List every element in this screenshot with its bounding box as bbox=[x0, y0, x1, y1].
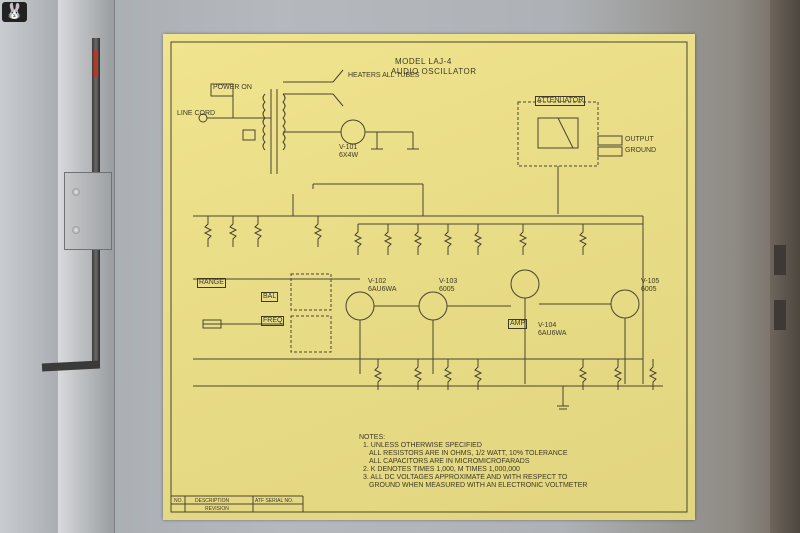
label-freq: FREQ bbox=[261, 316, 285, 326]
hinge-icon bbox=[774, 300, 786, 330]
hinge-icon bbox=[774, 245, 786, 275]
tube-label: V-103 bbox=[439, 278, 458, 285]
rev-description: DESCRIPTION bbox=[195, 498, 230, 504]
metal-rail bbox=[58, 0, 115, 533]
schematic-drawing bbox=[170, 41, 688, 513]
label-heaters: HEATERS ALL TUBES bbox=[348, 72, 420, 79]
notes-line: NOTES: bbox=[359, 434, 386, 441]
bracket bbox=[64, 172, 112, 250]
tube-type: 6005 bbox=[641, 286, 657, 293]
notes-line: 1. UNLESS OTHERWISE SPECIFIED bbox=[363, 442, 482, 449]
screw-icon bbox=[72, 188, 80, 196]
tube-type: 6X4W bbox=[339, 152, 359, 159]
tube-type: 6AU6WA bbox=[368, 286, 397, 293]
rev-no: NO. bbox=[174, 498, 183, 504]
notes-line: 2. K DENOTES TIMES 1,000, M TIMES 1,000,… bbox=[363, 466, 520, 473]
corner-logo: 🐰 bbox=[2, 2, 27, 22]
tube-label: V-105 bbox=[641, 278, 660, 285]
schematic-subtitle: AUDIO OSCILLATOR bbox=[391, 67, 477, 76]
tube-type: 6005 bbox=[439, 286, 455, 293]
label-bal: BAL bbox=[261, 292, 279, 302]
tube-label: V-102 bbox=[368, 278, 387, 285]
schematic-sheet: MODEL LAJ-4 AUDIO OSCILLATOR POWER ON LI… bbox=[163, 34, 695, 520]
label-output: OUTPUT bbox=[625, 136, 654, 143]
label-range: RANGE bbox=[197, 278, 226, 288]
label-ground: GROUND bbox=[625, 147, 657, 154]
notes-line: ALL CAPACITORS ARE IN MICROMICROFARADS bbox=[369, 458, 530, 465]
tube-type: 6AU6WA bbox=[538, 330, 567, 337]
rev-revision: REVISION bbox=[205, 506, 229, 512]
screw-icon bbox=[72, 226, 80, 234]
label-amp: AMP bbox=[508, 319, 528, 329]
label-power: POWER ON bbox=[213, 84, 252, 91]
tube-label: V-104 bbox=[538, 322, 557, 329]
notes-line: ALL RESISTORS ARE IN OHMS, 1/2 WATT, 10%… bbox=[369, 450, 568, 457]
label-attenuator: ATTENUATOR bbox=[535, 96, 586, 106]
left-wall bbox=[0, 0, 60, 533]
notes-line: 3. ALL DC VOLTAGES APPROXIMATE AND WITH … bbox=[363, 474, 568, 481]
red-mark bbox=[94, 50, 98, 78]
tube-label: V-101 bbox=[339, 144, 358, 151]
schematic-title: MODEL LAJ-4 bbox=[395, 57, 452, 66]
rev-serial: ATF SERIAL NO. bbox=[255, 498, 294, 504]
notes-line: GROUND WHEN MEASURED WITH AN ELECTRONIC … bbox=[369, 482, 588, 489]
label-line-cord: LINE CORD bbox=[177, 110, 216, 117]
